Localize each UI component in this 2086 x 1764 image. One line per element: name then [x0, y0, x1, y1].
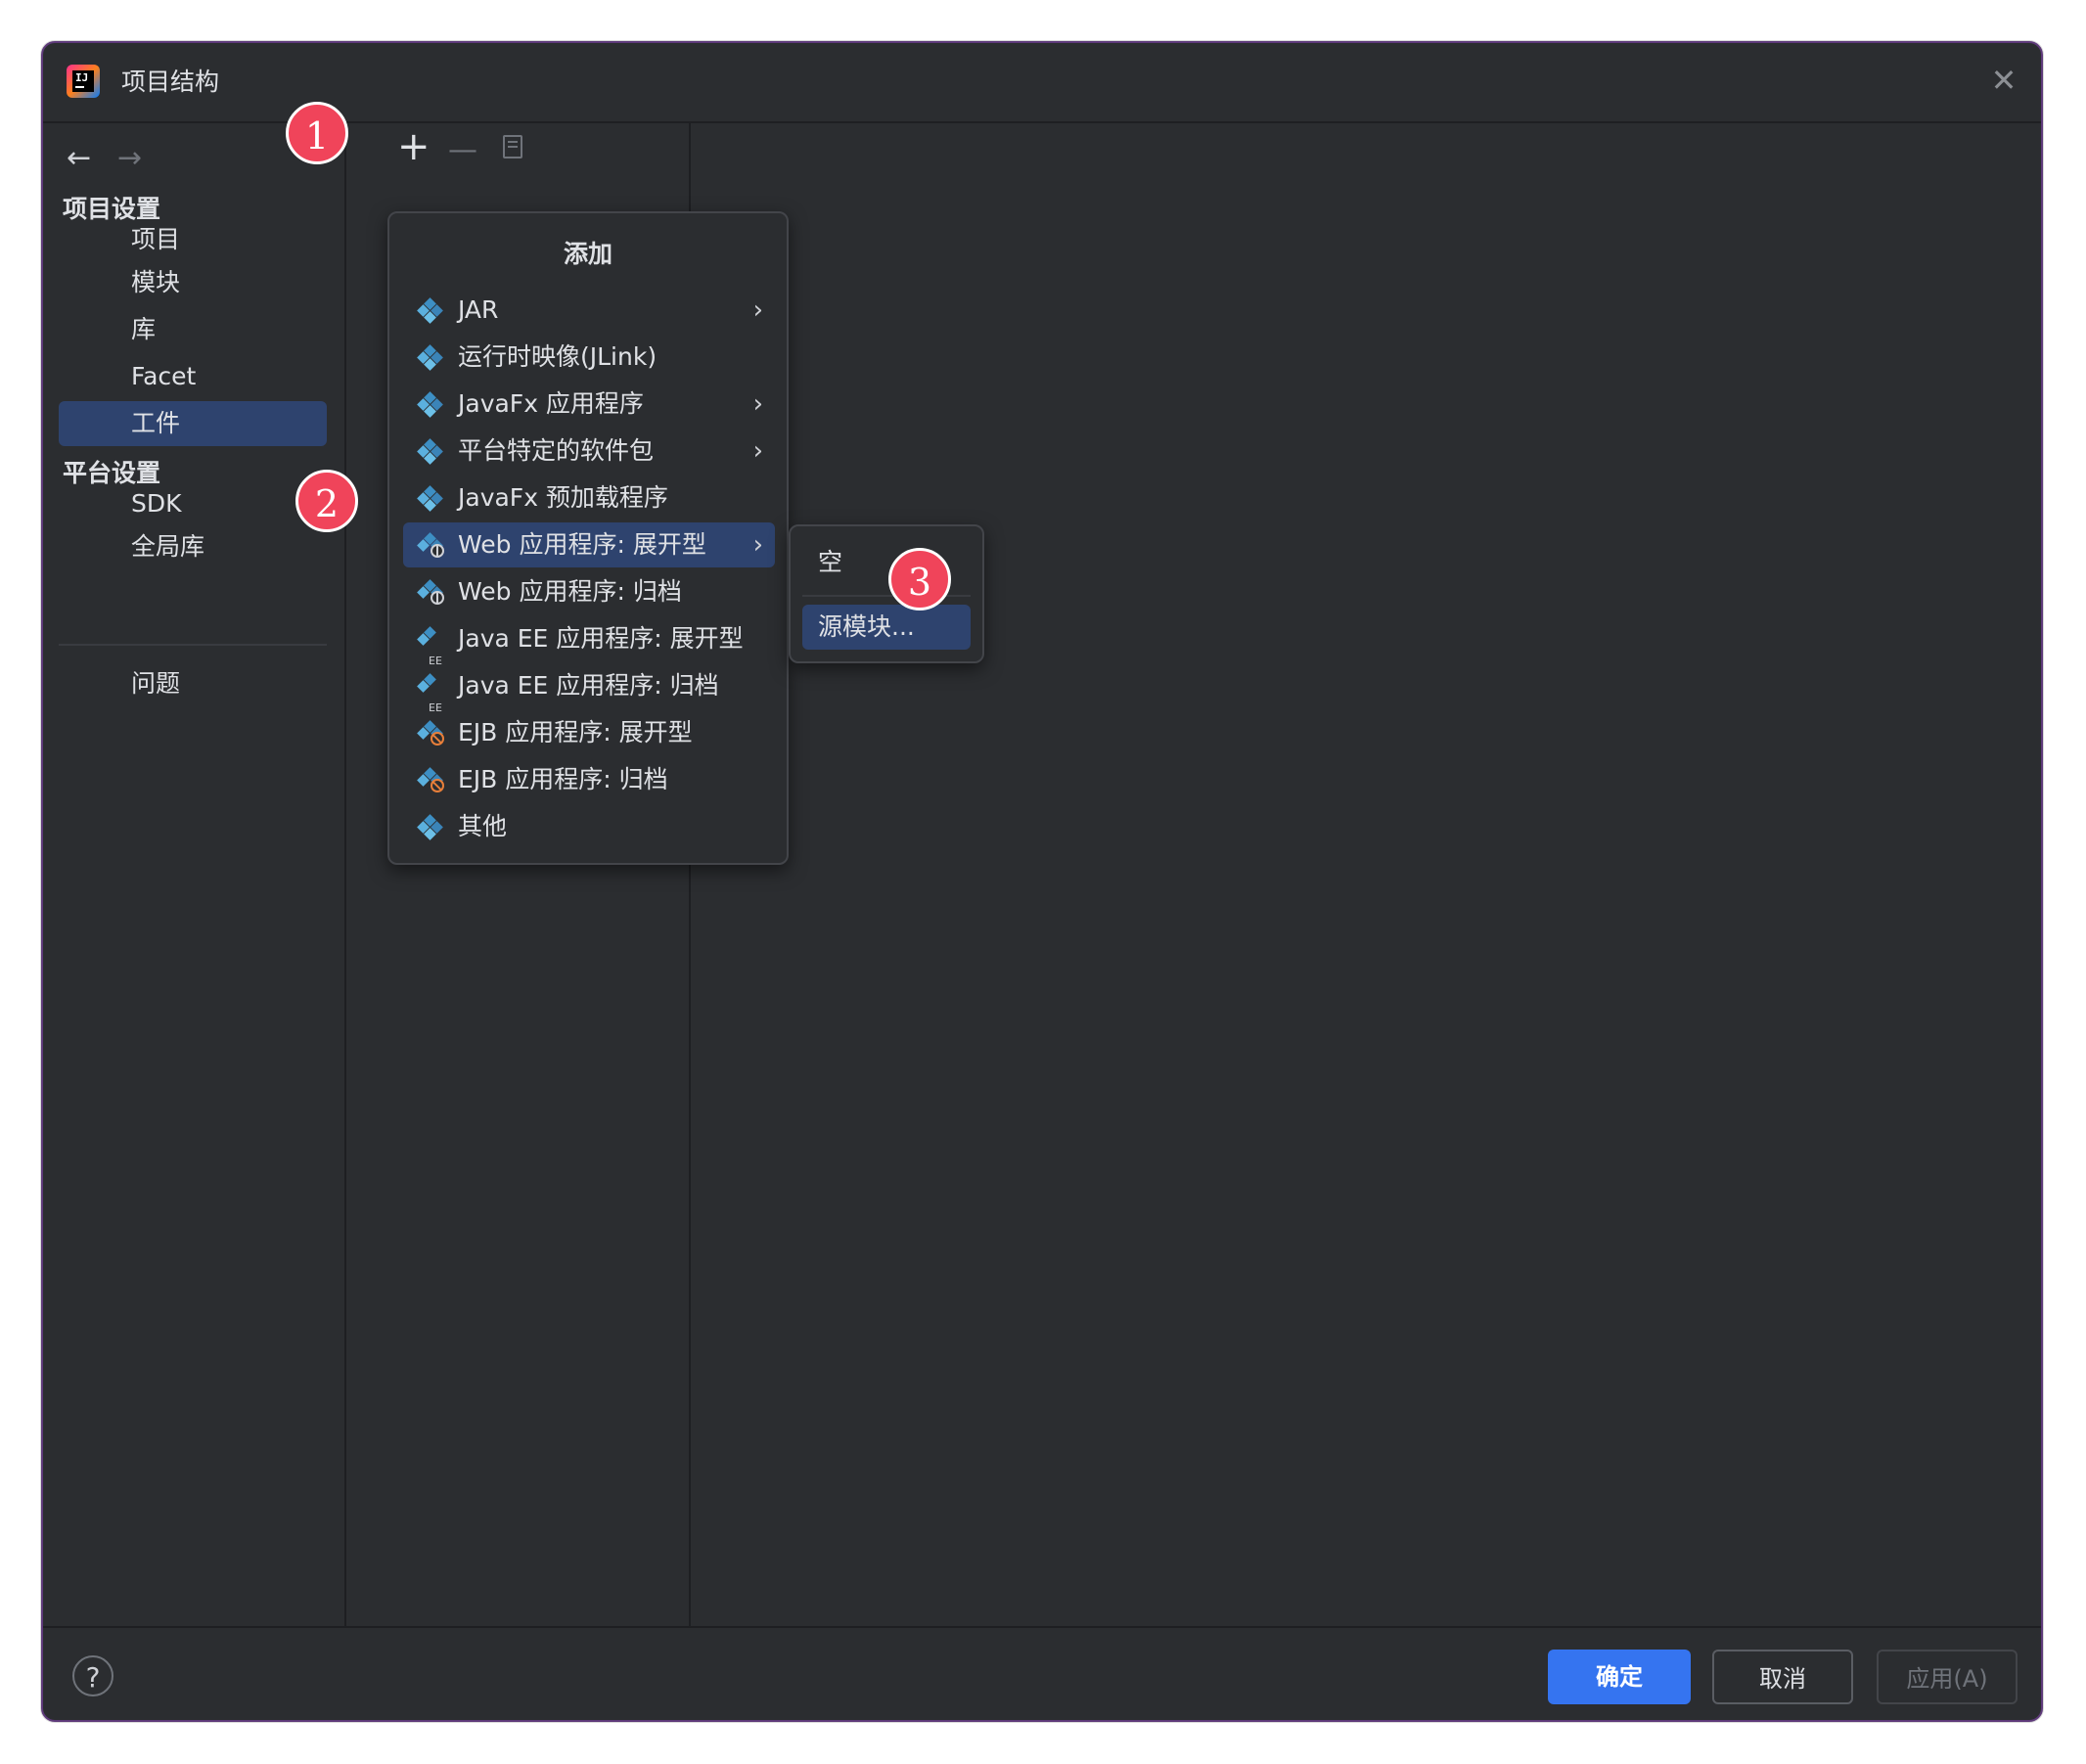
- menu-item-platform-package[interactable]: 平台特定的软件包 ›: [403, 429, 775, 474]
- sidebar-item-problems[interactable]: 问题: [131, 669, 181, 698]
- settings-sidebar: ← → 项目设置 项目 模块 库 Facet 工件 平台设置 SDK 全局库 问…: [43, 123, 342, 1626]
- sidebar-item-libraries[interactable]: 库: [131, 315, 157, 343]
- menu-item-label: EJB 应用程序: 归档: [458, 765, 668, 793]
- menu-item-label: 其他: [458, 812, 508, 840]
- menu-item-web-archive[interactable]: Web 应用程序: 归档: [403, 569, 775, 614]
- menu-item-ejb-archive[interactable]: EJB 应用程序: 归档: [403, 757, 775, 802]
- close-icon[interactable]: ✕: [1990, 62, 2018, 99]
- apply-button[interactable]: 应用(A): [1877, 1650, 2018, 1704]
- menu-item-label: 运行时映像(JLink): [458, 342, 658, 371]
- sidebar-item-project[interactable]: 项目: [131, 225, 181, 253]
- forward-arrow-icon[interactable]: →: [117, 141, 143, 175]
- menu-item-javaee-archive[interactable]: EE Java EE 应用程序: 归档: [403, 663, 775, 714]
- artifacts-panel: + —: [344, 123, 691, 1626]
- remove-icon[interactable]: —: [448, 133, 477, 167]
- menu-item-label: Java EE 应用程序: 展开型: [458, 624, 744, 653]
- sidebar-item-modules[interactable]: 模块: [131, 268, 181, 296]
- add-artifact-popup: 添加 JAR › 运行时映像(JLink) JavaFx 应用程序 › 平台特定…: [387, 211, 789, 865]
- menu-item-label: JAR: [458, 295, 499, 324]
- artifact-icon: [417, 297, 443, 324]
- chevron-right-icon: ›: [752, 530, 763, 560]
- artifact-icon: [417, 814, 443, 840]
- step-marker-1: 1: [286, 102, 348, 164]
- sidebar-item-artifacts[interactable]: 工件: [59, 401, 327, 446]
- menu-item-jlink[interactable]: 运行时映像(JLink): [403, 335, 775, 380]
- menu-item-web-exploded[interactable]: Web 应用程序: 展开型 ›: [403, 522, 775, 567]
- menu-item-label: Java EE 应用程序: 归档: [458, 671, 719, 700]
- sidebar-item-facets[interactable]: Facet: [131, 362, 197, 390]
- dialog-footer: ? 确定 取消 应用(A): [43, 1626, 2041, 1720]
- artifact-icon: [417, 485, 443, 512]
- chevron-right-icon: ›: [752, 295, 763, 325]
- ok-button[interactable]: 确定: [1548, 1650, 1691, 1704]
- chevron-right-icon: ›: [752, 436, 763, 466]
- web-artifact-icon: [417, 579, 444, 605]
- window-title: 项目结构: [121, 68, 220, 96]
- project-settings-header: 项目设置: [63, 195, 161, 223]
- ejb-artifact-icon: [417, 767, 444, 792]
- menu-item-other[interactable]: 其他: [403, 804, 775, 849]
- menu-item-javafx-app[interactable]: JavaFx 应用程序 ›: [403, 382, 775, 427]
- menu-item-label: Web 应用程序: 归档: [458, 577, 682, 606]
- artifact-icon: [417, 344, 443, 371]
- submenu-divider: [802, 595, 971, 597]
- help-icon[interactable]: ?: [72, 1655, 113, 1696]
- platform-settings-header: 平台设置: [63, 459, 161, 487]
- popup-title: 添加: [563, 240, 612, 268]
- step-marker-3: 3: [888, 548, 951, 611]
- title-bar: IJ 项目结构 ✕: [43, 43, 2041, 123]
- ejb-artifact-icon: [417, 720, 444, 746]
- javaee-artifact-icon: EE: [417, 626, 442, 667]
- sidebar-item-sdk[interactable]: SDK: [131, 489, 182, 518]
- menu-item-jar[interactable]: JAR ›: [403, 288, 775, 333]
- submenu-item-empty[interactable]: 空: [818, 548, 843, 576]
- submenu-item-from-module[interactable]: 源模块...: [802, 605, 971, 650]
- menu-item-javaee-exploded[interactable]: EE Java EE 应用程序: 展开型: [403, 616, 775, 667]
- web-exploded-submenu: 空 源模块...: [789, 524, 984, 663]
- project-structure-dialog: IJ 项目结构 ✕ ← → 项目设置 项目 模块 库 Facet 工件 平台设置…: [41, 41, 2043, 1722]
- menu-item-label: EJB 应用程序: 展开型: [458, 718, 693, 746]
- back-arrow-icon[interactable]: ←: [67, 141, 92, 175]
- menu-item-label: JavaFx 应用程序: [458, 389, 644, 418]
- sidebar-divider: [59, 644, 327, 646]
- menu-item-ejb-exploded[interactable]: EJB 应用程序: 展开型: [403, 710, 775, 755]
- javaee-artifact-icon: EE: [417, 673, 442, 714]
- menu-item-label: JavaFx 预加载程序: [458, 483, 668, 512]
- sidebar-item-global-libraries[interactable]: 全局库: [131, 532, 205, 561]
- intellij-logo-icon: IJ: [67, 65, 100, 98]
- menu-item-label: 平台特定的软件包: [458, 436, 655, 465]
- artifact-icon: [417, 391, 443, 418]
- web-artifact-icon: [417, 532, 444, 558]
- add-icon[interactable]: +: [397, 124, 431, 169]
- artifact-icon: [417, 438, 443, 465]
- step-marker-2: 2: [295, 470, 358, 532]
- cancel-button[interactable]: 取消: [1712, 1650, 1853, 1704]
- menu-item-javafx-preloader[interactable]: JavaFx 预加载程序: [403, 475, 775, 520]
- copy-icon[interactable]: [503, 135, 522, 158]
- chevron-right-icon: ›: [752, 389, 763, 419]
- menu-item-label: Web 应用程序: 展开型: [458, 530, 706, 559]
